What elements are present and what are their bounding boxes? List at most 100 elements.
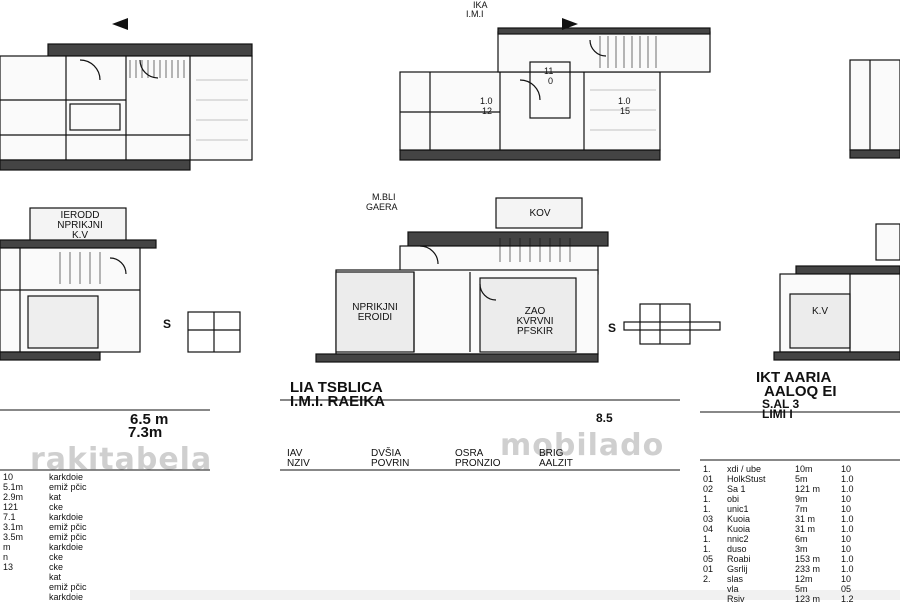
table-cell: 03	[703, 513, 714, 524]
table-cell: 02	[703, 483, 714, 494]
table-cell: 1.0	[841, 563, 854, 574]
plan-label: 1.0	[480, 96, 493, 106]
table-cell: 12m	[795, 573, 813, 584]
table-cell: cke	[49, 501, 64, 512]
table-header-cell: OSRA	[455, 447, 484, 459]
table-cell: 5m	[795, 473, 808, 484]
table-cell: 05	[841, 583, 852, 594]
table-cell: unic1	[727, 503, 749, 514]
table-cell: 121	[3, 501, 19, 512]
table-cell: slas	[727, 573, 744, 584]
table-cell: 1.0	[841, 473, 854, 484]
table-cell: 153 m	[795, 553, 821, 564]
table-cell: Roabi	[727, 553, 751, 564]
table-cell: karkdoie	[49, 511, 84, 522]
plan-middle-left	[0, 207, 241, 361]
table-cell: 3.5m	[3, 531, 24, 542]
table-cell: 10	[841, 543, 852, 554]
table-cell: 31 m	[795, 513, 816, 524]
table-cell: n	[3, 551, 9, 562]
area-total: 7.3m	[128, 424, 163, 441]
plan-label: IKA	[473, 0, 488, 10]
north-marker: S	[163, 317, 172, 331]
table-cell: emiž pčic	[49, 481, 87, 492]
table-row: 3.1m emiž pčic	[0, 522, 132, 532]
table-cell: 1.	[703, 533, 711, 544]
table-cell: cke	[49, 551, 64, 562]
table-cell	[0, 572, 46, 582]
plan-label: 11	[544, 66, 554, 76]
area-total: 8.5	[596, 411, 613, 425]
room-label: ZAO	[524, 306, 546, 317]
table-cell: 01	[703, 563, 714, 574]
table-cell: 9m	[795, 493, 808, 504]
plan-label: 12	[482, 106, 493, 116]
plan-top-left	[0, 18, 253, 171]
table-cell: 2.	[703, 573, 711, 584]
table-cell: 10	[841, 463, 852, 474]
watermark: mobilado	[500, 428, 665, 463]
table-cell: 10m	[795, 463, 813, 474]
table-cell: 1.0	[841, 513, 854, 524]
table-cell: 5.1m	[3, 481, 24, 492]
table-header-cell: AALZIT	[539, 457, 573, 469]
table-cell: 13	[3, 561, 14, 572]
room-label: K.V	[71, 230, 89, 241]
table-row: 10 karkdoie	[0, 472, 132, 482]
table-cell: Rsiv	[727, 593, 745, 604]
table-cell: kat	[49, 571, 62, 582]
table-header-cell: POVRIN	[371, 457, 410, 469]
table-cell: emiž pčic	[49, 521, 87, 532]
table-header-cell: BRIG	[539, 447, 564, 459]
table-cell: 01	[703, 473, 714, 484]
table-cell: emiž pčic	[49, 581, 87, 592]
table-subtitle: AALOQ EI	[764, 383, 837, 400]
table-cell: 1.0	[841, 553, 854, 564]
table-cell: 31 m	[795, 523, 816, 534]
table-cell: Sa 1	[727, 483, 746, 494]
table-cell: Kuoia	[727, 523, 751, 534]
table-row: karkdoie	[0, 592, 132, 602]
table-cell: 121 m	[795, 483, 821, 494]
table-cell: 10	[841, 503, 852, 514]
table-cell: 05	[703, 553, 714, 564]
table-cell: karkdoie	[49, 471, 84, 482]
table-cell: 1.	[703, 463, 711, 474]
table-title: IKT AARIA	[756, 369, 832, 386]
table-cell: HolkStust	[727, 473, 766, 484]
table-subtitle: S.AL 3	[762, 397, 800, 411]
room-label: KOV	[529, 208, 551, 219]
table-row: 121 cke	[0, 502, 132, 512]
table-cell: 2.9m	[3, 491, 24, 502]
plan-top-center	[399, 18, 711, 161]
table-cell: 6m	[795, 533, 808, 544]
table-row: 01 HolkStust 5m 1.0	[700, 474, 864, 484]
room-label: NPRIKJNI	[57, 220, 103, 231]
plan-middle-right	[773, 223, 900, 361]
table-cell: 10	[841, 573, 852, 584]
table-cell: 3.1m	[3, 521, 24, 532]
watermark: rakitabela	[30, 442, 213, 477]
plan-middle-center	[315, 197, 721, 363]
table-cell: 10	[3, 471, 14, 482]
room-label: IERODD	[60, 210, 100, 221]
table-cell: karkdoie	[49, 591, 84, 602]
table-cell: 1.0	[841, 483, 854, 494]
table-cell: Kuoia	[727, 513, 751, 524]
table-cell: obi	[727, 493, 740, 504]
table-cell: 5m	[795, 583, 808, 594]
